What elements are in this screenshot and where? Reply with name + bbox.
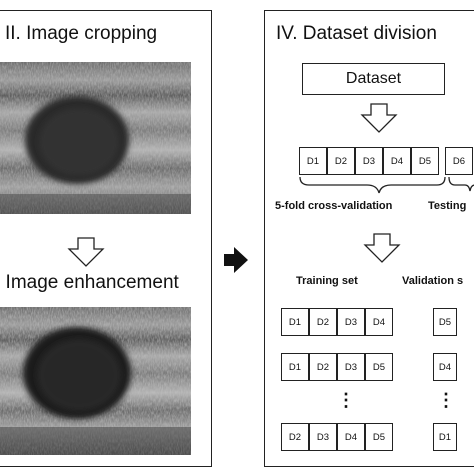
down-arrow-icon [360,103,398,133]
training-fold-box: D4 [365,308,393,336]
training-fold-box: D2 [309,308,337,336]
training-fold-box: D2 [309,353,337,381]
test-fold-box: D6 [445,147,473,175]
training-fold-box: D5 [365,353,393,381]
cross-validation-brace [299,176,474,194]
training-fold-box: D2 [281,423,309,451]
image-cropping-heading: II. Image cropping [5,23,158,44]
validation-fold-box: D4 [433,353,457,381]
down-arrow-icon [67,237,105,267]
cross-validation-label: 5-fold cross-validation [275,200,393,212]
validation-fold-box: D5 [433,308,457,336]
fold-box: D5 [411,147,439,175]
fold-box: D4 [383,147,411,175]
training-fold-box: D3 [337,308,365,336]
validation-fold-box: D1 [433,423,457,451]
image-enhancement-heading: . Image enhancement [0,272,179,293]
cropped-ultrasound-image [0,62,191,214]
training-set-label: Training set [296,275,358,287]
process-arrow-icon [224,247,248,273]
training-fold-box: D3 [337,353,365,381]
enhanced-ultrasound-image [0,307,191,455]
testing-label: Testing [428,200,467,212]
fold-box: D3 [355,147,383,175]
training-fold-box: D3 [309,423,337,451]
down-arrow-icon [363,233,401,263]
ellipsis-marker: ⋮ [437,390,455,410]
training-fold-box: D1 [281,353,309,381]
dataset-label: Dataset [345,70,402,87]
training-fold-box: D5 [365,423,393,451]
dataset-division-heading: IV. Dataset division [276,23,437,44]
training-fold-box: D4 [337,423,365,451]
dataset-division-panel: IV. Dataset division Dataset 5-fold cros… [264,10,474,467]
training-fold-box: D1 [281,308,309,336]
fold-box: D2 [327,147,355,175]
preprocessing-panel: II. Image cropping . Image enhancement [0,10,212,467]
validation-set-label: Validation s [402,275,464,287]
fold-box: D1 [299,147,327,175]
dataset-box: Dataset [302,63,445,95]
ellipsis-marker: ⋮ [337,390,355,410]
